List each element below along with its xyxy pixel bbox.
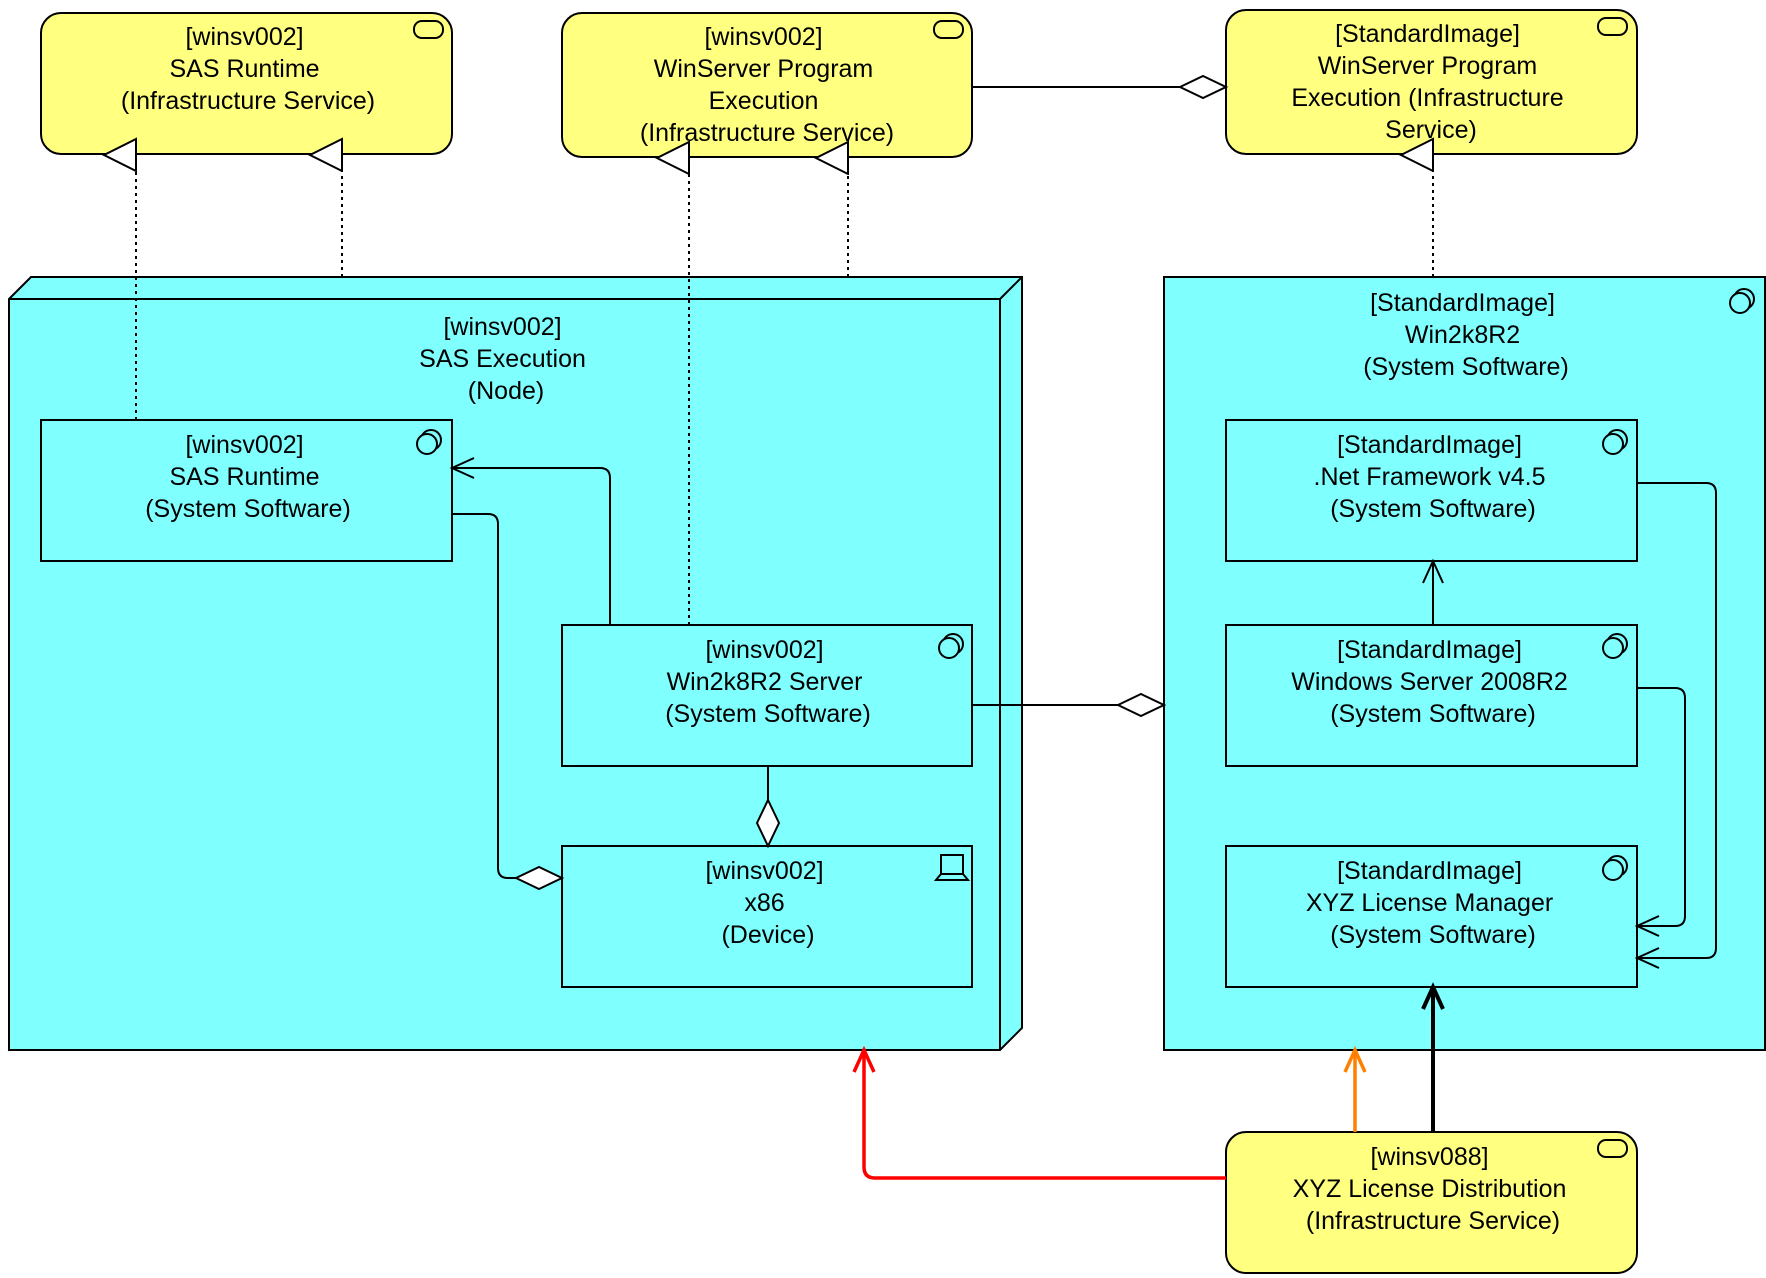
- label-line: [StandardImage]: [1337, 636, 1522, 664]
- service-icon: [413, 20, 444, 39]
- system-software-icon: [938, 633, 964, 659]
- label-line: (System Software): [1330, 921, 1536, 949]
- label-line: (Infrastructure Service): [121, 87, 375, 115]
- service-xyz-license-distribution[interactable]: [winsv088] XYZ License Distribution (Inf…: [1225, 1131, 1638, 1274]
- node-line: (Node): [468, 377, 544, 405]
- system-software-sas-runtime[interactable]: [winsv002] SAS Runtime (System Software): [40, 419, 453, 562]
- service-icon: [1597, 17, 1628, 36]
- label-line: [winsv002]: [705, 857, 823, 885]
- red-flow-line[interactable]: [852, 1045, 1226, 1180]
- aggregation-server-device[interactable]: [755, 766, 781, 849]
- label-line: [winsv002]: [705, 636, 823, 664]
- aggregation-exec-services[interactable]: [972, 74, 1229, 100]
- label-line: (Infrastructure Service): [640, 119, 894, 147]
- service-winserver-program-execution[interactable]: [winsv002] WinServer Program Execution (…: [561, 12, 973, 158]
- label-line: SAS Runtime: [169, 55, 319, 83]
- realization-connectors: [136, 155, 1434, 625]
- net-framework-label: [StandardImage] .Net Framework v4.5 (Sys…: [1314, 431, 1553, 523]
- label-line: SAS Runtime: [169, 463, 319, 491]
- windows-server-2008r2-label: [StandardImage] Windows Server 2008R2 (S…: [1291, 636, 1574, 728]
- aggregation-runtime-device[interactable]: [452, 513, 565, 891]
- node-line: [winsv002]: [443, 313, 561, 341]
- device-icon: [933, 854, 971, 881]
- label-line: (Infrastructure Service): [1306, 1207, 1560, 1235]
- system-software-win2k8r2-server[interactable]: [winsv002] Win2k8R2 Server (System Softw…: [561, 624, 973, 767]
- system-software-net-framework[interactable]: [StandardImage] .Net Framework v4.5 (Sys…: [1225, 419, 1638, 562]
- system-software-license-manager[interactable]: [StandardImage] XYZ License Manager (Sys…: [1225, 845, 1638, 988]
- label-line: .Net Framework v4.5: [1314, 463, 1546, 491]
- serving-line[interactable]: [449, 457, 611, 625]
- node-line: SAS Execution: [419, 345, 586, 373]
- label-line: (Device): [721, 921, 814, 949]
- aggregation-connectors: [452, 74, 1229, 891]
- label-line: WinServer Program: [654, 55, 874, 83]
- label-line: XYZ License Distribution: [1293, 1175, 1567, 1203]
- service-icon: [933, 20, 964, 39]
- service-sas-runtime[interactable]: [winsv002] SAS Runtime (Infrastructure S…: [40, 12, 453, 155]
- system-software-icon: [1729, 288, 1755, 314]
- label-line: XYZ License Manager: [1306, 889, 1553, 917]
- sas-runtime-service-label: [winsv002] SAS Runtime (Infrastructure S…: [121, 23, 375, 115]
- label-line: (System Software): [1330, 495, 1536, 523]
- label-line: Service): [1385, 116, 1477, 144]
- label-line: (System Software): [1330, 700, 1536, 728]
- label-line: [StandardImage]: [1370, 289, 1555, 317]
- label-line: (System Software): [665, 700, 871, 728]
- system-software-icon: [1602, 633, 1628, 659]
- label-line: Win2k8R2: [1405, 321, 1520, 349]
- win2k8r2-server-label: [winsv002] Win2k8R2 Server (System Softw…: [665, 636, 871, 728]
- serving-line[interactable]: [1634, 482, 1717, 969]
- aggregation-win2k8r2[interactable]: [972, 692, 1167, 718]
- system-software-icon: [1602, 855, 1628, 881]
- label-line: x86: [744, 889, 784, 917]
- label-line: [StandardImage]: [1335, 20, 1520, 48]
- label-line: Windows Server 2008R2: [1291, 668, 1568, 696]
- license-distribution-flows: [852, 982, 1445, 1180]
- device-x86[interactable]: [winsv002] x86 (Device): [561, 845, 973, 988]
- license-manager-label: [StandardImage] XYZ License Manager (Sys…: [1306, 857, 1560, 949]
- service-icon: [1597, 1139, 1628, 1158]
- label-line: (System Software): [145, 495, 351, 523]
- label-line: WinServer Program: [1318, 52, 1538, 80]
- label-line: [winsv002]: [704, 23, 822, 51]
- serving-line[interactable]: [1634, 687, 1686, 937]
- system-software-icon: [1602, 429, 1628, 455]
- label-line: [StandardImage]: [1337, 431, 1522, 459]
- service-std-winserver-program-execution[interactable]: [StandardImage] WinServer Program Execut…: [1225, 9, 1638, 155]
- label-line: [winsv002]: [185, 23, 303, 51]
- label-line: (System Software): [1363, 353, 1569, 381]
- system-software-windows-server-2008r2[interactable]: [StandardImage] Windows Server 2008R2 (S…: [1225, 624, 1638, 767]
- license-distribution-label: [winsv088] XYZ License Distribution (Inf…: [1293, 1143, 1574, 1235]
- sas-runtime-software-label: [winsv002] SAS Runtime (System Software): [145, 431, 351, 523]
- serving-connectors: [449, 457, 1717, 969]
- label-line: [StandardImage]: [1337, 857, 1522, 885]
- label-line: Execution (Infrastructure: [1291, 84, 1563, 112]
- label-line: Win2k8R2 Server: [667, 668, 863, 696]
- node-sas-execution-label: [winsv002] SAS Execution (Node): [419, 313, 593, 405]
- winserver-exec-service-label: [winsv002] WinServer Program Execution (…: [640, 23, 894, 147]
- std-win2k8r2-label: [StandardImage] Win2k8R2 (System Softwar…: [1363, 289, 1569, 381]
- label-line: [winsv002]: [185, 431, 303, 459]
- x86-label: [winsv002] x86 (Device): [705, 857, 830, 949]
- label-line: Execution: [709, 87, 819, 115]
- label-line: [winsv088]: [1370, 1143, 1488, 1171]
- system-software-icon: [416, 429, 442, 455]
